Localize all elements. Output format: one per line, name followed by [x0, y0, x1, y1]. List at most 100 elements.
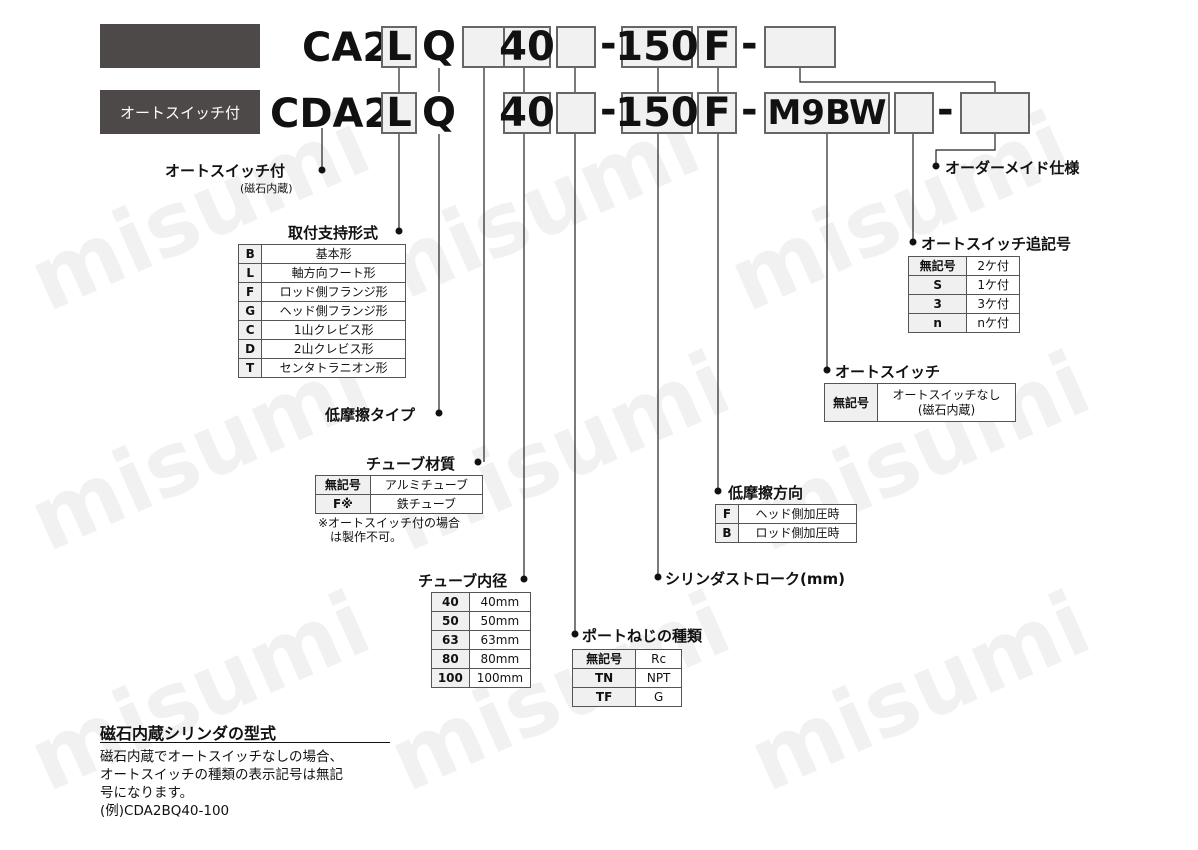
auto-switch-table: 無記号 オートスイッチなし (磁石内蔵) [823, 383, 1016, 422]
desc-cell: 1山クレビス形 [261, 320, 406, 340]
desc-cell: 100mm [468, 668, 532, 688]
label-bore-size: チューブ内径 [418, 572, 508, 590]
code-cell: 無記号 [907, 256, 968, 276]
row1-tube-box [462, 26, 506, 68]
row1-prefix: CA2 [302, 25, 391, 71]
footer-line-1: 磁石内蔵でオートスイッチなしの場合、 [100, 749, 343, 765]
desc-cell: 鉄チューブ [369, 494, 484, 514]
row2-port-box [556, 92, 596, 134]
row2-mount-box: L [381, 90, 417, 136]
row2-stroke-box: 150 [615, 90, 699, 136]
code-cell: 63 [431, 630, 470, 650]
code-cell: F [237, 282, 263, 302]
row1-port-box [556, 26, 596, 68]
row2-dash-3: - [937, 87, 954, 133]
row1-mto-box [764, 26, 836, 68]
code-cell: C [237, 320, 263, 340]
tube-material-table: 無記号アルミチューブ F※鉄チューブ [315, 475, 484, 514]
desc-cell: 基本形 [261, 244, 406, 264]
desc-cell: 80mm [468, 649, 532, 669]
label-stroke: シリンダストローク(mm) [665, 570, 845, 588]
code-cell: L [237, 263, 263, 283]
desc-line-2: (磁石内蔵) [917, 402, 976, 417]
desc-cell: 2ケ付 [966, 256, 1020, 276]
code-cell: 100 [431, 668, 470, 688]
desc-cell: アルミチューブ [369, 475, 484, 495]
desc-cell: センタトラニオン形 [261, 358, 406, 378]
row1-bore-box: 40 [499, 24, 555, 70]
code-cell: TN [571, 668, 637, 688]
desc-cell: Rc [635, 649, 682, 669]
label-mounting-style: 取付支持形式 [288, 224, 379, 242]
label-low-friction-direction: 低摩擦方向 [728, 484, 804, 502]
desc-cell: 3ケ付 [966, 294, 1020, 314]
label-auto-switch-attached: オートスイッチ付 [165, 162, 286, 180]
desc-cell: オートスイッチなし (磁石内蔵) [877, 383, 1016, 422]
row2-suffix-box [894, 92, 934, 134]
code-cell: B [714, 523, 740, 543]
label-tube-material: チューブ材質 [366, 455, 456, 473]
label-made-to-order: オーダーメイド仕様 [945, 159, 1080, 177]
code-cell: n [907, 313, 968, 333]
row2-dash-2: - [741, 87, 758, 133]
footer-underline [100, 742, 390, 743]
code-cell: 無記号 [823, 383, 879, 422]
code-cell: 80 [431, 649, 470, 669]
desc-cell: 50mm [468, 611, 532, 631]
label-switch-suffix: オートスイッチ追記号 [921, 235, 1072, 253]
label-auto-switch: オートスイッチ [835, 363, 941, 381]
row1-dash-1: - [600, 21, 617, 67]
table-row: 無記号 オートスイッチなし (磁石内蔵) [823, 383, 1016, 422]
row2-prefix: CDA2 [270, 91, 392, 137]
row1-blank-badge [100, 24, 260, 68]
row1-dash-2: - [741, 21, 758, 67]
desc-cell: NPT [635, 668, 682, 688]
row1-type-box: Q [421, 24, 457, 70]
footer-title: 磁石内蔵シリンダの型式 [100, 724, 277, 743]
row1-direction-box: F [697, 24, 737, 70]
desc-cell: 1ケ付 [966, 275, 1020, 295]
desc-cell: 軸方向フート形 [261, 263, 406, 283]
desc-cell: 40mm [468, 592, 532, 612]
row1-mount-box: L [381, 24, 417, 70]
code-cell: 無記号 [315, 475, 371, 495]
tube-note-line-2: は製作不可。 [330, 530, 403, 544]
row2-type-box: Q [421, 90, 457, 136]
tube-note-line-1: ※オートスイッチ付の場合 [318, 516, 461, 530]
row2-auto-switch-badge: オートスイッチ付 [100, 90, 260, 134]
row2-bore-box: 40 [499, 90, 555, 136]
desc-cell: ロッド側加圧時 [738, 523, 857, 543]
row1-stroke-box: 150 [615, 24, 699, 70]
code-cell: TF [571, 687, 637, 707]
row2-mto-box [960, 92, 1030, 134]
desc-cell: G [635, 687, 682, 707]
table-row: 無記号アルミチューブ [315, 475, 484, 495]
footer-line-2: オートスイッチの種類の表示記号は無記 [100, 767, 343, 783]
row2-direction-box: F [697, 90, 737, 136]
label-port-thread: ポートねじの種類 [582, 627, 703, 645]
code-cell: G [237, 301, 263, 321]
desc-cell: 63mm [468, 630, 532, 650]
footer-line-4: (例)CDA2BQ40-100 [100, 803, 230, 819]
code-cell: S [907, 275, 968, 295]
label-auto-switch-attached-sub: (磁石内蔵) [240, 182, 293, 195]
code-cell: 40 [431, 592, 470, 612]
row2-dash-1: - [600, 87, 617, 133]
